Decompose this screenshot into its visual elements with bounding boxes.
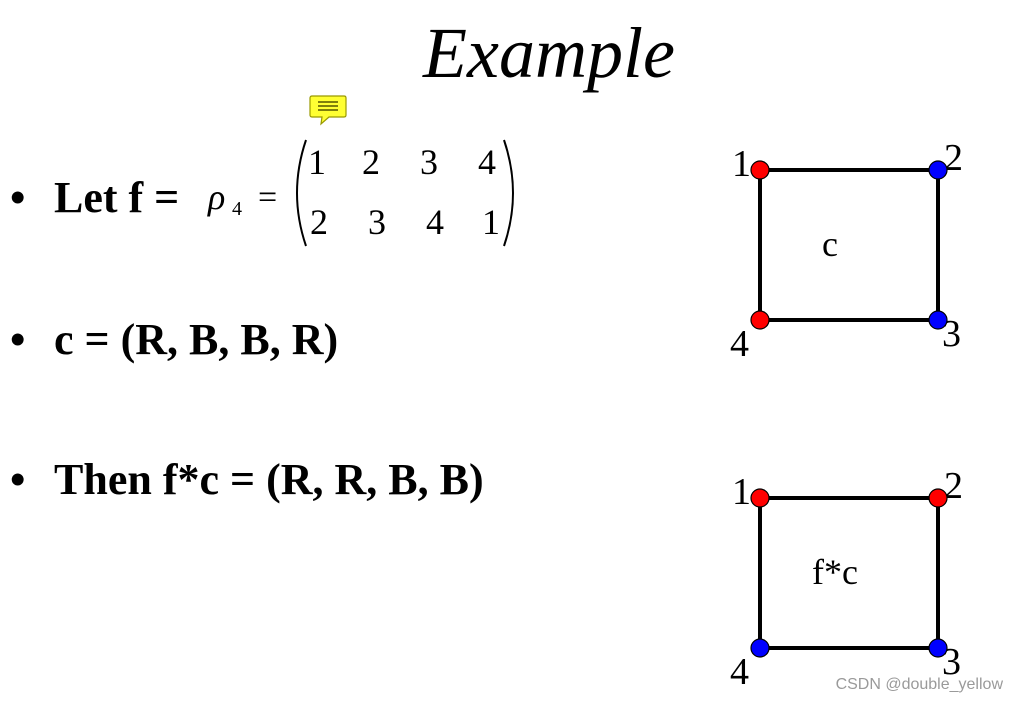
vertex-4 [750, 638, 770, 658]
vertex-label-2: 2 [944, 137, 963, 179]
vertex-3 [928, 638, 948, 658]
vertex-3 [928, 310, 948, 330]
vertex-2 [928, 488, 948, 508]
diagram-label: c [822, 224, 838, 264]
vertex-label-1: 1 [732, 143, 751, 185]
bullet-text: c = (R, B, B, R) [54, 315, 339, 364]
bottom-row-2: 3 [368, 202, 386, 242]
watermark: CSDN @double_yellow [835, 676, 1003, 693]
bullet-c: • c = (R, B, B, R) [10, 314, 338, 366]
rho-subscript: 4 [232, 198, 242, 220]
left-paren [296, 139, 307, 247]
square-outline [758, 496, 940, 650]
permutation-matrix: ρ 4 = 1 2 3 4 2 3 4 1 [207, 139, 514, 247]
vertex-1 [750, 488, 770, 508]
equals-sign: = [258, 179, 277, 216]
slide-title: Example [423, 13, 675, 93]
vertex-label-4: 4 [730, 651, 749, 693]
speech-bubble-note-icon[interactable] [309, 94, 347, 126]
top-row-1: 1 [308, 142, 326, 182]
bullet-dot: • [10, 455, 26, 504]
top-row-2: 2 [362, 142, 380, 182]
vertex-label-1: 1 [732, 471, 751, 513]
diagram-label: f*c [812, 552, 858, 592]
coloring-diagram-fc: f*c 1 2 3 4 [720, 465, 1000, 693]
bullet-then-fc: • Then f*c = (R, R, B, B) [10, 454, 484, 506]
rho-symbol: ρ [207, 177, 225, 217]
top-row-4: 4 [478, 142, 496, 182]
bottom-row-4: 1 [482, 202, 500, 242]
bullet-let-f: • Let f = [10, 172, 179, 224]
bullet-dot: • [10, 173, 26, 222]
bottom-row-3: 4 [426, 202, 444, 242]
vertex-label-4: 4 [730, 323, 749, 365]
bottom-row-1: 2 [310, 202, 328, 242]
bullet-text: Then f*c = (R, R, B, B) [54, 455, 484, 504]
bullet-text: Let f = [54, 173, 180, 222]
square-outline [758, 168, 940, 322]
right-paren [503, 139, 514, 247]
bullet-dot: • [10, 315, 26, 364]
top-row-3: 3 [420, 142, 438, 182]
coloring-diagram-c: c 1 2 3 4 [720, 137, 1000, 365]
vertex-4 [750, 310, 770, 330]
vertex-2 [928, 160, 948, 180]
vertex-label-2: 2 [944, 465, 963, 507]
vertex-1 [750, 160, 770, 180]
